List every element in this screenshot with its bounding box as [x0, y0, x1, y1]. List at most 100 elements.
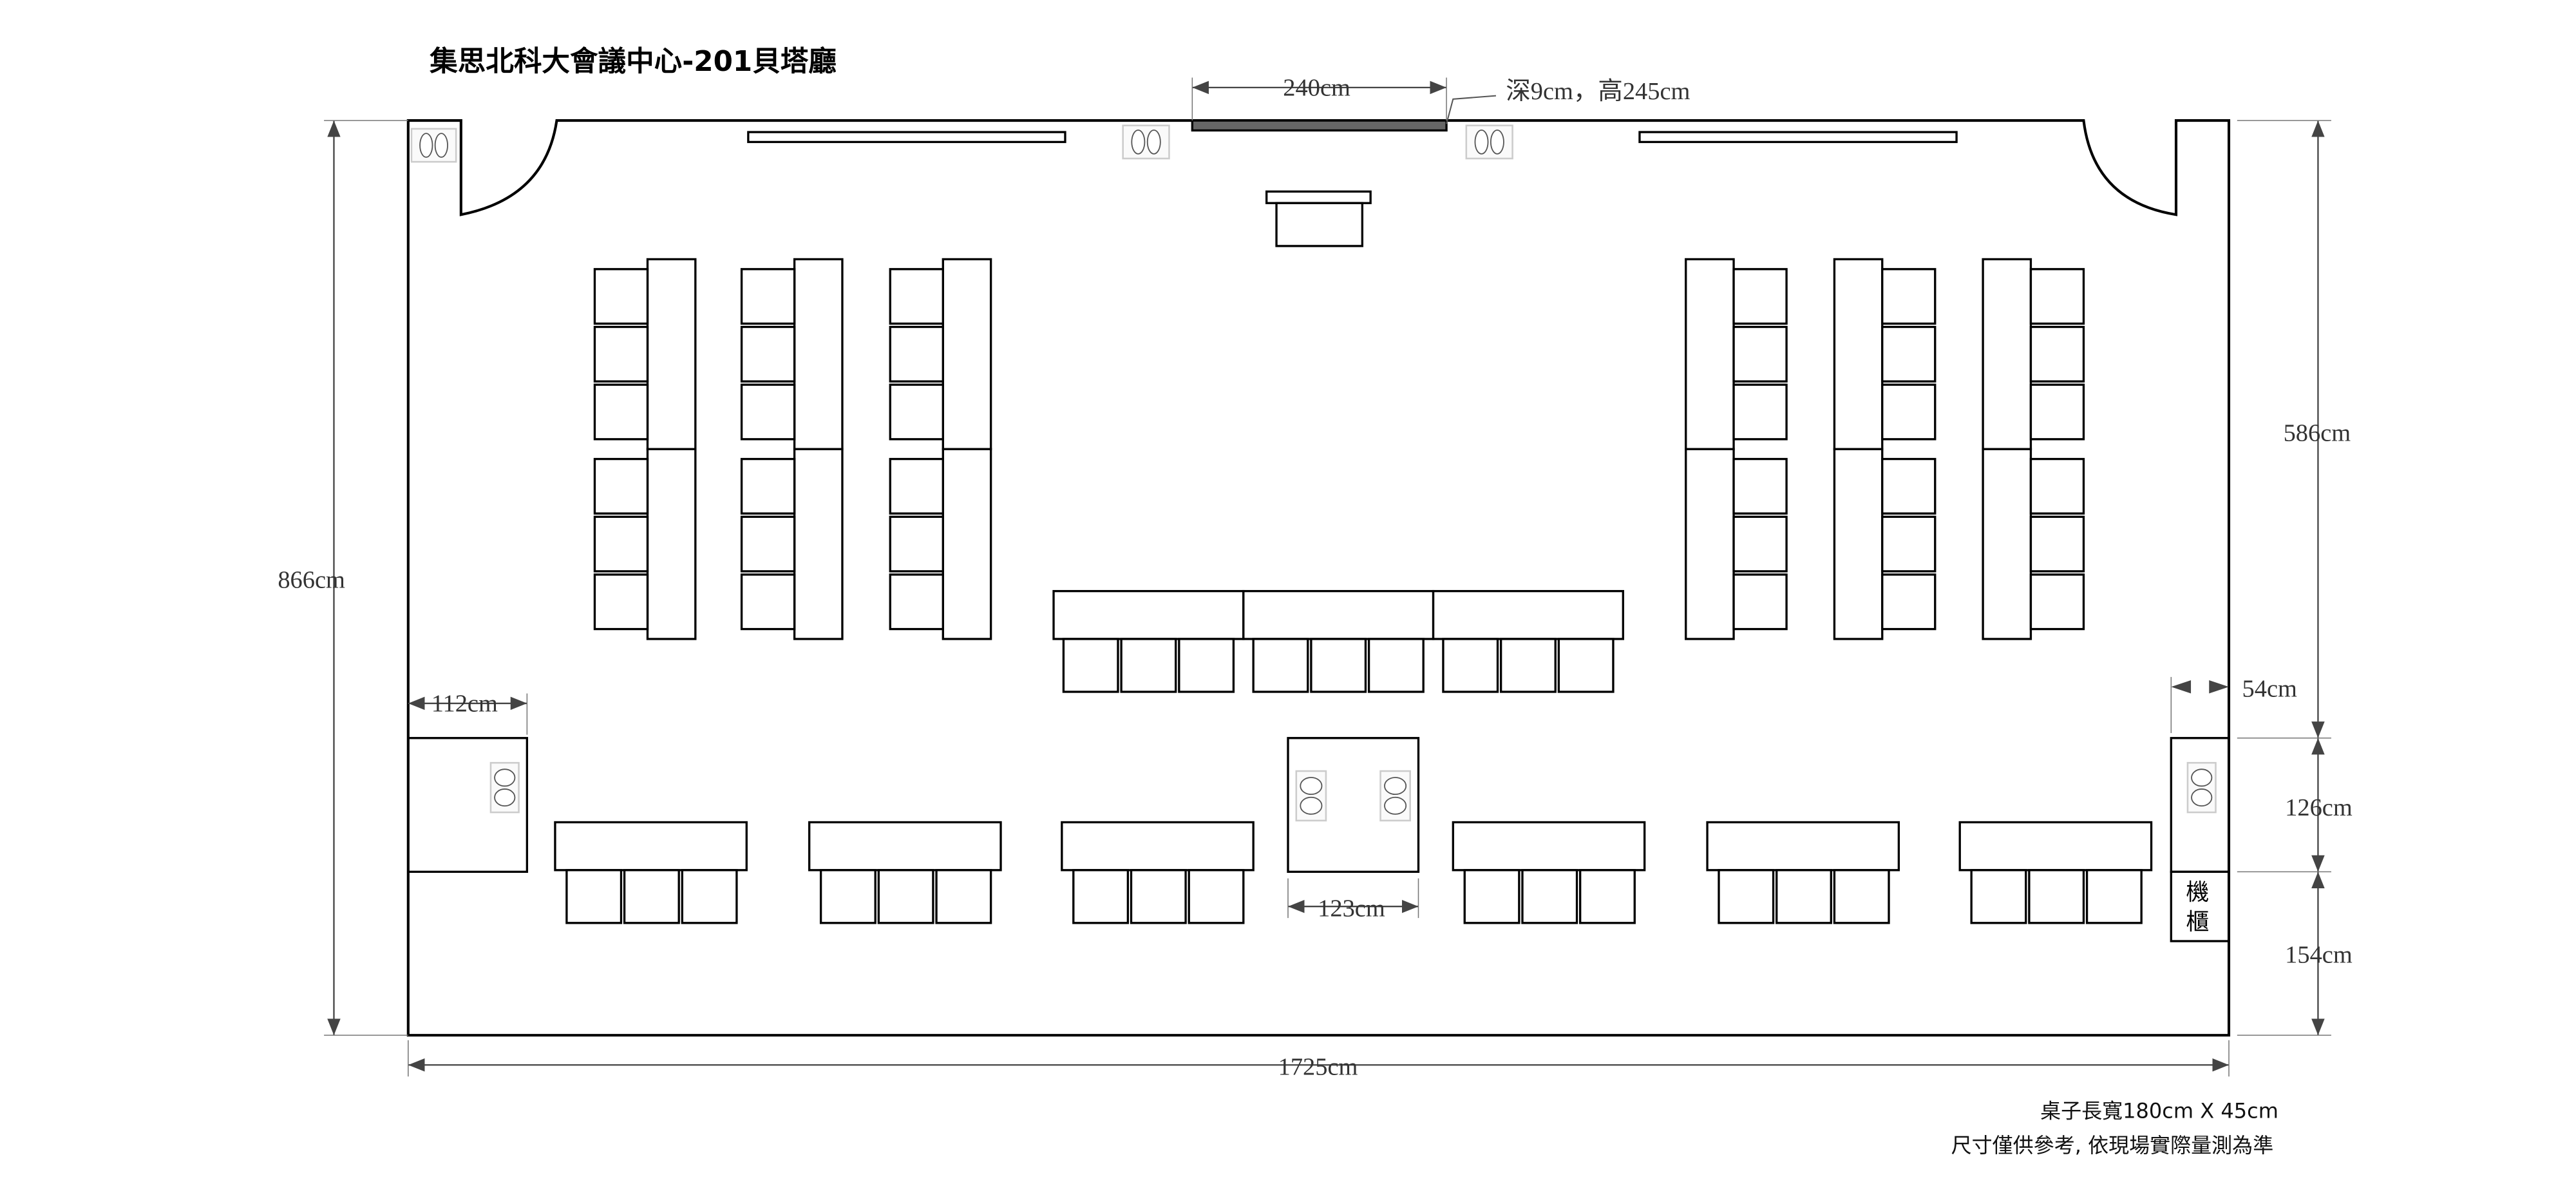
outlet-socket — [1300, 796, 1323, 815]
desk — [1685, 258, 1735, 450]
chair — [2085, 869, 2143, 924]
outlet-socket — [1384, 777, 1407, 796]
desk — [1958, 821, 2153, 872]
chair — [1732, 457, 1788, 515]
chair — [1120, 638, 1177, 693]
chair — [1463, 869, 1520, 924]
page-title: 集思北科大會議中心-201貝塔廳 — [429, 46, 837, 78]
chair — [2029, 383, 2085, 441]
dim-right-box-width: 54cm — [2242, 676, 2297, 703]
dim-room-width: 1725cm — [1278, 1054, 1358, 1081]
room-walls — [406, 119, 2231, 1037]
projection-screen — [1191, 119, 1448, 132]
desk — [1833, 258, 1884, 450]
chair — [1732, 325, 1788, 383]
outlet-socket — [1300, 777, 1323, 796]
chair — [819, 869, 876, 924]
chair — [593, 573, 649, 631]
desk — [1452, 821, 1646, 872]
furniture — [407, 119, 2230, 942]
equipment-cabinet — [2170, 870, 2230, 942]
chair — [1970, 869, 2027, 924]
desk — [1432, 589, 1624, 640]
desk — [1061, 821, 1255, 872]
desk — [646, 448, 697, 640]
chair — [1178, 638, 1235, 693]
power-outlet-icon — [410, 128, 457, 163]
chair — [1579, 869, 1636, 924]
chair — [593, 268, 649, 325]
power-outlet-icon — [489, 761, 520, 814]
desk — [1685, 448, 1735, 640]
chair — [1881, 457, 1937, 515]
dim-right-lower: 154cm — [2285, 941, 2353, 968]
chair — [1499, 638, 1557, 693]
chair — [623, 869, 680, 924]
chair — [889, 383, 944, 441]
desk — [554, 821, 748, 872]
chair — [1072, 869, 1130, 924]
desk — [1982, 448, 2032, 640]
dim-screen-width: 240cm — [1283, 75, 1350, 102]
note-disclaimer: 尺寸僅供參考, 依現場實際量測為準 — [1951, 1133, 2274, 1158]
power-outlet-icon — [1379, 770, 1411, 822]
cabinet-label-1: 機 — [2186, 879, 2209, 905]
chair — [889, 325, 944, 383]
desk — [942, 258, 992, 450]
outlet-plate — [1465, 124, 1513, 160]
outlet-socket — [434, 133, 448, 158]
outlet-socket — [494, 768, 516, 787]
outlet-socket — [2191, 768, 2213, 787]
chair — [1367, 638, 1425, 693]
chair — [877, 869, 934, 924]
desk — [808, 821, 1002, 872]
desk — [1982, 258, 2032, 450]
note-table-size: 桌子長寬180cm X 45cm — [2040, 1098, 2278, 1123]
desk — [1833, 448, 1884, 640]
chair — [1062, 638, 1119, 693]
chair — [681, 869, 738, 924]
outlet-socket — [1146, 129, 1161, 155]
chair — [1732, 383, 1788, 441]
chair — [593, 325, 649, 383]
chair — [1881, 325, 1937, 383]
chair — [889, 515, 944, 573]
chair — [593, 457, 649, 515]
chair — [740, 325, 796, 383]
chair — [2029, 457, 2085, 515]
dim-right-upper: 586cm — [2284, 419, 2351, 446]
desk — [646, 258, 697, 450]
chair — [889, 268, 944, 325]
outlet-socket — [1474, 129, 1489, 155]
power-outlet-icon — [1295, 770, 1327, 822]
chair — [593, 515, 649, 573]
chair — [740, 383, 796, 441]
dim-screen-spec: 深9cm，高245cm — [1506, 78, 1690, 105]
chair — [1718, 869, 1775, 924]
desk — [1242, 589, 1435, 640]
chair — [593, 383, 649, 441]
outlet-plate — [1379, 770, 1411, 822]
chair — [740, 515, 796, 573]
chair — [1732, 515, 1788, 573]
chair — [1881, 515, 1937, 573]
podium — [1275, 202, 1364, 247]
chair — [2029, 573, 2085, 631]
chair — [740, 268, 796, 325]
dim-center-box-width: 123cm — [1318, 895, 1385, 922]
chair — [1557, 638, 1615, 693]
chair — [1881, 573, 1937, 631]
chair — [1833, 869, 1890, 924]
power-outlet-icon — [2186, 761, 2217, 814]
desk — [793, 448, 844, 640]
desk — [1052, 589, 1245, 640]
outlet-socket — [1131, 129, 1146, 155]
dim-left-box-width: 112cm — [431, 691, 498, 718]
chair — [1776, 869, 1832, 924]
desk — [793, 258, 844, 450]
chair — [1881, 268, 1937, 325]
dimension-lines — [324, 77, 2331, 1077]
whiteboard-left — [747, 131, 1066, 144]
power-outlet-icon — [1465, 124, 1513, 160]
